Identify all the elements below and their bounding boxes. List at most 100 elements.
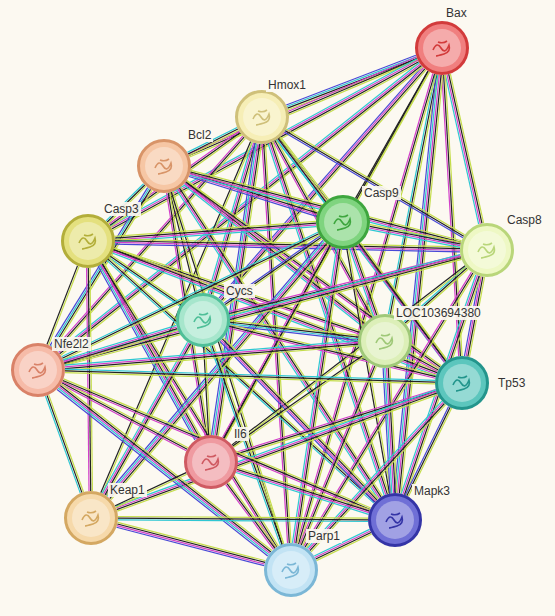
protein-structure-icon: [194, 313, 210, 328]
evidence-line: [236, 471, 368, 513]
protein-structure-icon: [282, 563, 298, 578]
evidence-line: [63, 381, 188, 448]
node-disc: [178, 295, 229, 346]
evidence-line: [228, 483, 276, 548]
evidence-line: [63, 380, 370, 509]
evidence-line: [204, 347, 209, 435]
evidence-line: [61, 384, 186, 451]
node-circle: [435, 356, 489, 410]
node-disc: [318, 197, 369, 248]
evidence-line: [410, 352, 440, 368]
protein-structure-icon: [376, 334, 392, 349]
evidence-line: [115, 223, 316, 238]
node-highlight: [192, 443, 230, 481]
evidence-line: [105, 344, 190, 495]
interaction-edge: [230, 321, 359, 341]
node-disc: [360, 316, 411, 367]
protein-node: Cycs: [176, 293, 230, 347]
protein-structure-icon: [155, 159, 171, 174]
protein-structure-icon: [79, 234, 95, 249]
interaction-edge: [118, 516, 368, 521]
evidence-line: [62, 383, 187, 450]
node-circle: [358, 314, 412, 368]
evidence-line: [65, 342, 358, 367]
evidence-line: [47, 266, 77, 345]
protein-structure-icon: [453, 376, 469, 391]
protein-node: Keap1: [64, 491, 118, 545]
evidence-line: [58, 63, 420, 351]
interaction-edge: [106, 240, 328, 499]
interaction-edge: [204, 347, 211, 435]
interaction-edge: [383, 368, 397, 493]
evidence-line: [116, 391, 436, 508]
node-disc: [139, 141, 190, 192]
node-disc: [237, 92, 288, 143]
protein-node: Parp1: [264, 543, 318, 597]
evidence-line: [65, 371, 435, 382]
evidence-line: [227, 484, 275, 549]
evidence-line: [117, 393, 437, 510]
protein-node: Hmox1: [235, 90, 289, 144]
evidence-line: [61, 384, 272, 551]
node-label: LOC103694380: [394, 306, 483, 320]
interaction-edge: [87, 268, 93, 491]
node-circle: [61, 214, 115, 268]
node-label: Cycs: [224, 284, 255, 298]
interaction-edge: [188, 57, 418, 157]
interaction-edge: [116, 390, 438, 511]
interaction-edge: [115, 221, 317, 241]
evidence-line: [360, 243, 447, 361]
interaction-edge: [358, 243, 448, 363]
protein-node: Mapk3: [368, 493, 422, 547]
node-disc: [417, 23, 468, 74]
protein-node: Tp53: [435, 356, 489, 410]
evidence-line: [115, 225, 316, 240]
evidence-line: [46, 396, 81, 493]
evidence-line: [236, 473, 368, 515]
node-circle: [137, 139, 191, 193]
node-disc: [13, 345, 64, 396]
node-label: Bcl2: [186, 128, 213, 142]
interaction-edge: [62, 379, 371, 511]
node-circle: [368, 493, 422, 547]
interaction-edge: [233, 356, 364, 448]
protein-node: Nfe2l2: [11, 343, 65, 397]
node-highlight: [376, 501, 414, 539]
evidence-line: [385, 368, 392, 493]
evidence-line: [237, 469, 369, 511]
node-label: Casp9: [362, 186, 401, 200]
protein-node: Bcl2: [137, 139, 191, 193]
node-label: Casp3: [102, 202, 141, 216]
evidence-line: [109, 243, 326, 498]
protein-structure-icon: [253, 110, 269, 125]
evidence-line: [233, 267, 466, 446]
node-highlight: [145, 147, 183, 185]
node-disc: [370, 495, 421, 546]
evidence-line: [309, 402, 444, 549]
node-label: Casp8: [505, 213, 544, 227]
interaction-edge: [236, 468, 370, 515]
node-highlight: [443, 364, 481, 402]
node-circle: [176, 293, 230, 347]
node-highlight: [243, 98, 281, 136]
node-label: Bax: [444, 6, 469, 20]
evidence-line: [383, 368, 390, 493]
protein-structure-icon: [386, 513, 402, 528]
node-circle: [184, 435, 238, 489]
evidence-line: [118, 520, 368, 522]
evidence-line: [87, 268, 89, 491]
evidence-line: [450, 74, 483, 223]
protein-node: LOC103694380: [358, 314, 412, 368]
interaction-edge: [47, 266, 79, 345]
node-disc: [186, 437, 237, 488]
evidence-line: [117, 526, 265, 564]
evidence-line: [387, 368, 394, 493]
evidence-line: [225, 72, 430, 439]
evidence-line: [348, 248, 391, 493]
evidence-line: [47, 395, 82, 492]
evidence-line: [238, 468, 370, 510]
node-highlight: [184, 301, 222, 339]
protein-structure-icon: [334, 215, 350, 230]
node-highlight: [423, 29, 461, 67]
